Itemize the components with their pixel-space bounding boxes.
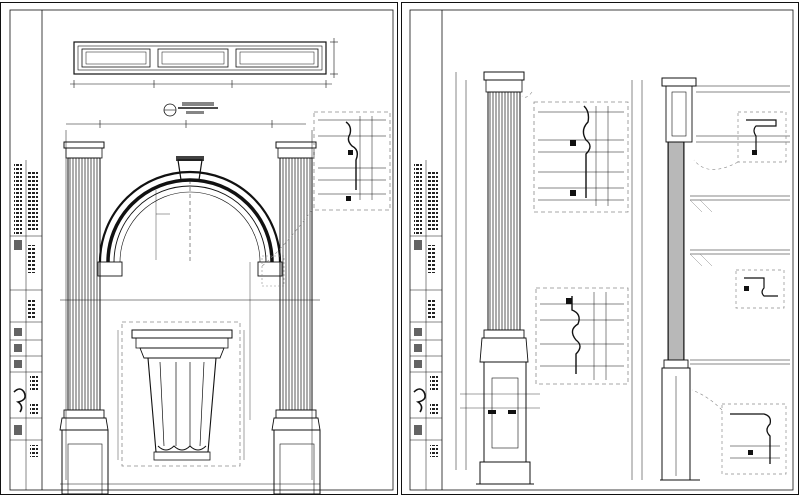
left-column xyxy=(59,141,109,495)
title-glyph xyxy=(14,240,22,250)
left-column-shaft xyxy=(67,157,101,411)
project-label-block xyxy=(28,300,36,318)
title-block-right xyxy=(410,10,443,490)
sheet-right-border xyxy=(401,2,799,495)
signature-mark-right xyxy=(413,388,426,413)
arch xyxy=(97,156,283,277)
notes-text-block xyxy=(14,162,22,234)
base-detail xyxy=(535,287,629,385)
callout-details-right xyxy=(691,111,787,475)
sheet-left xyxy=(0,2,398,495)
cornice-detail xyxy=(261,111,391,267)
keystone-detail xyxy=(117,321,245,467)
drawing-name-block xyxy=(28,245,36,273)
arch-keystone xyxy=(177,159,203,181)
column-shaft-elevation xyxy=(487,91,521,331)
right-column xyxy=(271,141,321,495)
title-block-left xyxy=(10,10,43,490)
callout-box xyxy=(261,255,285,287)
wall-section xyxy=(631,77,790,481)
signature-mark xyxy=(13,388,26,413)
top-panel-elevation xyxy=(70,38,338,88)
notes-text-block-2 xyxy=(28,170,38,230)
column-shaft-section xyxy=(667,141,685,361)
right-column-shaft xyxy=(279,157,313,411)
plan-title xyxy=(163,102,218,117)
column-elevation xyxy=(455,71,540,485)
sheet-left-border xyxy=(0,2,398,495)
sheet-right xyxy=(401,2,799,495)
capital-detail xyxy=(521,91,629,213)
dimension-lines-left xyxy=(60,120,320,485)
sheet-right-inner-frame xyxy=(409,9,794,491)
sheet-left-inner-frame xyxy=(9,9,394,491)
